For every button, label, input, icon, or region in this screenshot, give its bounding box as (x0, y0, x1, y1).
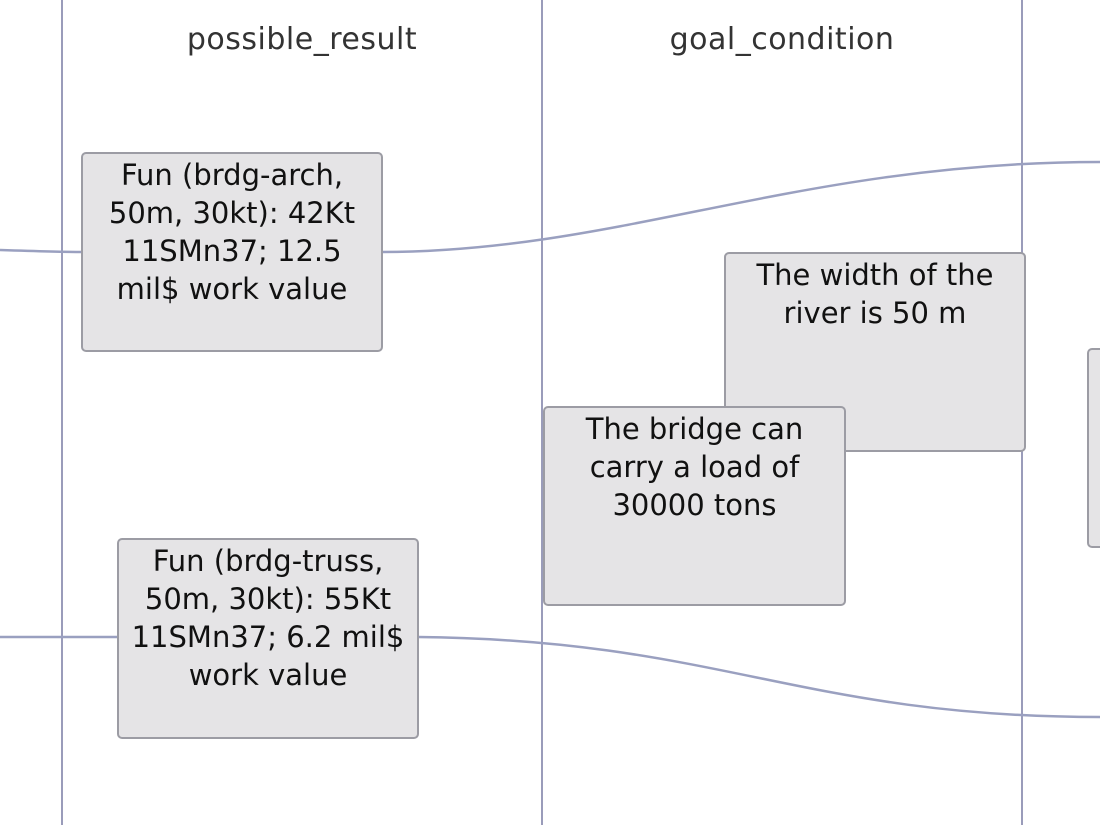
offscreen-node[interactable] (1087, 348, 1100, 548)
edge-arch-to-right (381, 160, 1100, 254)
result-node-arch[interactable]: Fun (brdg-arch, 50m, 30kt): 42Kt 11SMn37… (81, 152, 383, 352)
result-node-truss-label: Fun (brdg-truss, 50m, 30kt): 55Kt 11SMn3… (131, 544, 405, 692)
lane-divider (61, 0, 63, 825)
goal-node-bridge-load-label: The bridge can carry a load of 30000 ton… (585, 412, 804, 522)
edge-into-arch (0, 248, 83, 254)
edge-truss-to-right (417, 635, 1100, 719)
result-node-truss[interactable]: Fun (brdg-truss, 50m, 30kt): 55Kt 11SMn3… (117, 538, 419, 739)
goal-node-river-width-label: The width of the river is 50 m (756, 258, 994, 330)
column-header-possible-result: possible_result (186, 22, 418, 57)
column-header-goal-condition: goal_condition (669, 22, 895, 57)
result-node-arch-label: Fun (brdg-arch, 50m, 30kt): 42Kt 11SMn37… (108, 158, 356, 306)
lane-divider (541, 0, 543, 825)
goal-node-bridge-load[interactable]: The bridge can carry a load of 30000 ton… (543, 406, 846, 606)
